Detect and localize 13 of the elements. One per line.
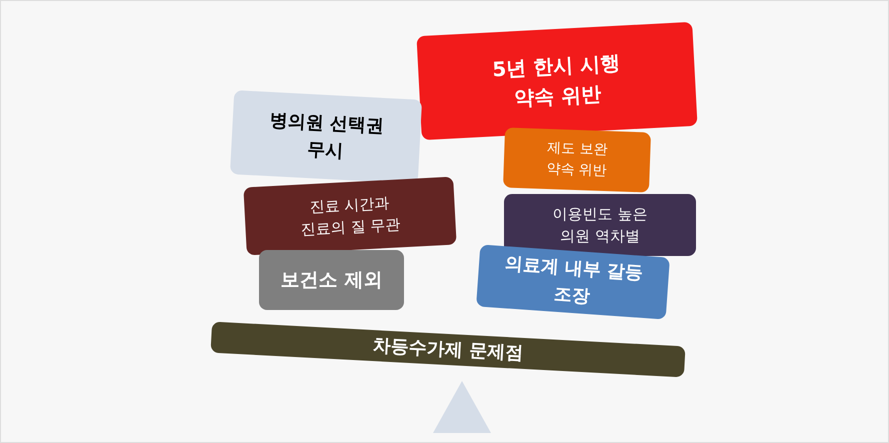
issue-text: 진료 시간과 진료의 질 무관	[299, 192, 402, 241]
issue-text: 보건소 제외	[280, 268, 382, 293]
issue-text: 5년 한시 시행 약속 위반	[490, 50, 622, 112]
issue-card	[230, 90, 422, 184]
issue-text: 의료계 내부 갈등 조장	[503, 252, 645, 310]
issue-text: 이용빈도 높은 의원 역차별	[552, 204, 648, 247]
issue-card	[243, 176, 457, 256]
issue-text: 병의원 선택권 무시	[268, 109, 386, 164]
issue-text: 제도 보완 약속 위반	[545, 138, 609, 182]
issue-card	[504, 194, 696, 256]
issue-text: 차등수가제 문제점	[372, 334, 524, 366]
issue-card	[503, 127, 651, 193]
issue-card	[259, 250, 404, 310]
